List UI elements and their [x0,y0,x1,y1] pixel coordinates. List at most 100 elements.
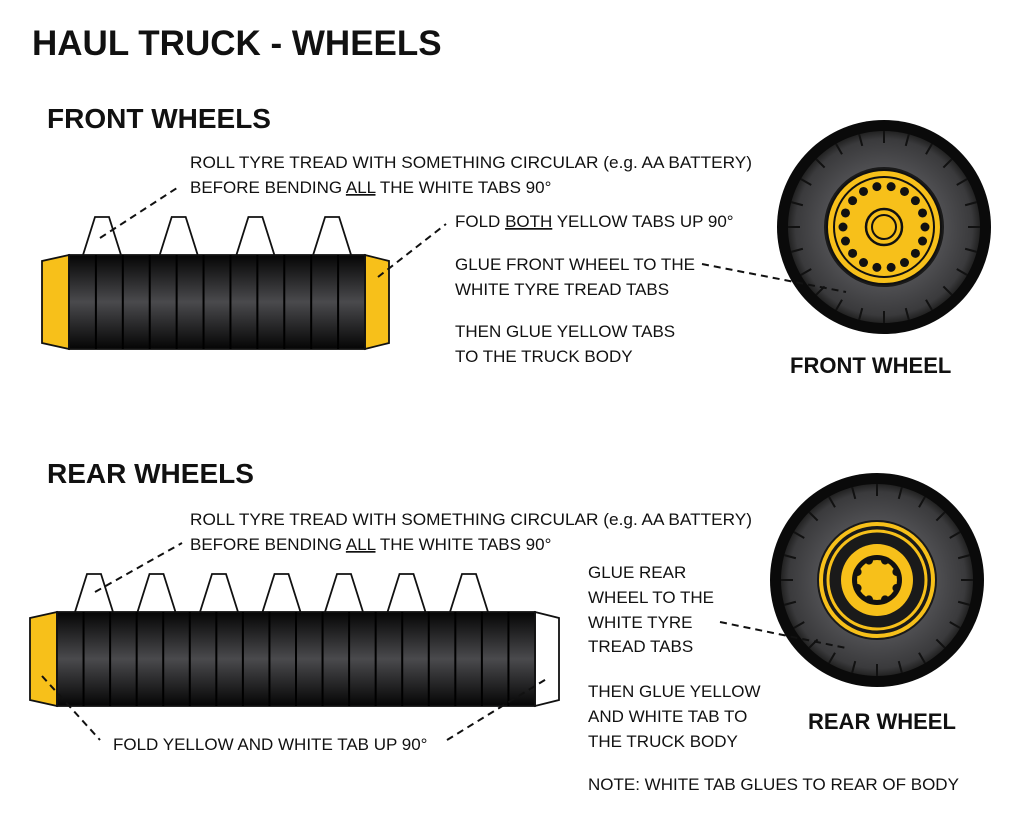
hub-rim [819,522,935,638]
rear-then-line-1: THEN GLUE YELLOW [588,682,761,701]
tread-body [68,254,366,350]
hub-notch [864,595,873,604]
tyre-tick-mark [897,487,903,500]
tyre-tick-mark [793,621,805,629]
hub-notch [881,595,890,604]
hub-cap [857,560,897,600]
rear-fold-instruction: FOLD YELLOW AND WHITE TAB UP 90° [113,735,427,754]
lug-bolt [900,258,909,268]
lug-bolt [910,248,920,258]
lug-bolt [848,248,858,258]
white-tread-tab [199,573,239,613]
tyre-tick-mark [858,134,864,147]
white-tread-tab [158,216,199,256]
front-then-line-1: THEN GLUE YELLOW TABS [455,322,675,341]
lug-bolt [910,196,920,206]
lug-bolt [872,262,882,272]
lug-bolt [886,182,896,192]
lug-bolt [848,196,858,206]
lug-bolt [840,236,850,246]
white-tread-tab [324,573,364,613]
front-wheel-label: FRONT WHEEL [790,353,951,378]
tyre-tick-mark [935,511,946,522]
tyre-tick-mark [925,299,933,311]
tyre-tick-mark [957,600,970,606]
rear-glue-line-2: WHEEL TO THE [588,588,714,607]
hub-notch [853,567,862,576]
yellow-end-tab [41,253,70,351]
tyre-tick-mark [851,487,857,500]
front-wheel-illustration [777,120,991,334]
hub-notch [864,556,873,565]
rear-wheel-illustration [770,473,984,687]
tyre-tick-mark [835,299,843,311]
tyre-tick-mark [942,285,953,296]
white-tread-tab [74,573,114,613]
lug-bolt [872,182,882,192]
front-wheels-heading: FRONT WHEELS [47,103,271,134]
leader-line [446,677,549,741]
leader-line [701,263,847,293]
white-end-tab [534,610,560,708]
rear-note: NOTE: WHITE TAB GLUES TO REAR OF BODY [588,775,959,794]
rear-glue-line-1: GLUE REAR [588,563,686,582]
lug-bolt [886,262,896,272]
rear-roll-instruction-2: BEFORE BENDING ALL THE WHITE TABS 90° [190,535,551,554]
lug-bolt [838,222,848,232]
tyre-tick-mark [815,158,826,169]
hub-inner-ring [826,529,928,631]
leader-line [719,621,847,649]
lug-bolt [920,222,930,232]
tyre-tick-mark [949,621,961,629]
tyre-tick-mark [800,178,812,186]
front-glue-line-2: WHITE TYRE TREAD TABS [455,280,669,299]
front-fold-instruction: FOLD BOTH YELLOW TABS UP 90° [455,212,734,231]
yellow-end-tab [364,253,390,351]
tyre-tick-mark [918,496,926,508]
tyre-tick-mark [935,638,946,649]
tyre-tick-mark [956,268,968,276]
tyre-tick-mark [964,247,977,253]
tyre-tick-mark [808,638,819,649]
tyre-tick-mark [904,307,910,320]
tyre-tick-mark [858,307,864,320]
white-tread-tab [312,216,352,256]
tyre-tick-mark [942,158,953,169]
tyre-tick-mark [793,531,805,539]
tyre-tick-mark [835,143,843,155]
rear-glue-line-3: WHITE TYRE [588,613,693,632]
rear-wheel-label: REAR WHEEL [808,709,956,734]
leader-line [377,223,447,278]
white-tread-tab [261,573,302,613]
hub-notch [892,584,901,593]
hub-notch [853,584,862,593]
front-roll-instruction-1: ROLL TYRE TREAD WITH SOMETHING CIRCULAR … [190,153,752,172]
rear-wheels-heading: REAR WHEELS [47,458,254,489]
tyre-tick-mark [791,201,804,207]
tyre-tick-mark [964,201,977,207]
rear-then-line-3: THE TRUCK BODY [588,732,738,751]
tyre-tick-mark [828,496,836,508]
tyre-tick-mark [784,600,797,606]
white-tread-tab [235,216,276,256]
rear-tyre-tread-strip [29,573,560,708]
lug-bolt [859,258,868,268]
rear-glue-line-4: TREAD TABS [588,637,693,656]
lug-bolt [918,236,928,246]
white-tread-tab [136,573,177,613]
hub-notch [892,567,901,576]
front-roll-instruction-2: BEFORE BENDING ALL THE WHITE TABS 90° [190,178,551,197]
yellow-end-tab [29,610,58,708]
lug-bolt [900,186,909,196]
front-glue-line-1: GLUE FRONT WHEEL TO THE [455,255,695,274]
leader-line [94,542,183,593]
tyre-tick-mark [904,134,910,147]
lug-bolt [918,208,928,218]
rear-roll-instruction-1: ROLL TYRE TREAD WITH SOMETHING CIRCULAR … [190,510,752,529]
tyre-tick-mark [800,268,812,276]
tyre-tick-mark [851,660,857,673]
rear-then-line-2: AND WHITE TAB TO [588,707,747,726]
white-tread-tab [386,573,427,613]
page-title: HAUL TRUCK - WHEELS [32,24,442,63]
